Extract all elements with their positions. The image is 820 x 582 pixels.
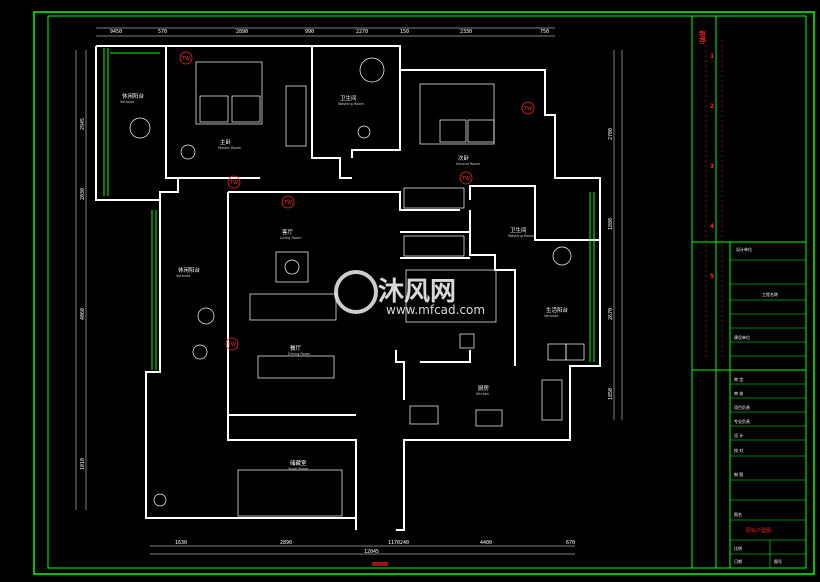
tb-row-1: 审 定 (734, 376, 743, 382)
room-label-veranda-right: 生活阳台 (546, 306, 569, 314)
tw-marker-ring-3 (459, 171, 473, 185)
tb-project-label: 工程名称 (762, 291, 778, 297)
room-label-kitchen: 厨房 (478, 384, 490, 392)
top-dim-7: 750 (540, 29, 549, 35)
tw-marker-ring-0 (179, 51, 193, 65)
room-label-living: 客厅 (282, 228, 294, 236)
note-5: 5 (710, 273, 714, 280)
tb-drawing-name: 原始户型图 (746, 527, 771, 534)
room-label-en-store: Store Room (288, 467, 309, 471)
room-label-en-veranda-right: Veranda (544, 314, 558, 318)
note-4: 4 (710, 223, 714, 230)
left-dim-3: 1010 (80, 458, 86, 470)
note-3: 3 (710, 163, 714, 170)
room-label-en-master-bedroom: Master Room (218, 146, 242, 150)
tb-company: 设计单位 (736, 246, 752, 252)
bottom-dim-1: 2890 (280, 540, 292, 546)
tw-marker-ring-5 (225, 337, 239, 351)
room-label-washing-mid: 卫生间 (510, 226, 527, 234)
room-label-veranda-top: 休闲阳台 (122, 92, 145, 100)
tb-row-6: 校 对 (734, 447, 743, 453)
watermark: 沐风网 www.mfcad.com (334, 270, 485, 317)
tb-scale-label: 比例 (734, 545, 742, 551)
right-dim-0: 2700 (608, 128, 614, 140)
bottom-dim-2: 1170 (388, 540, 400, 546)
bottom-overall-dim: 12045 (364, 549, 379, 555)
tb-row-7: 制 图 (734, 471, 743, 477)
room-label-master-bedroom: 主卧 (220, 138, 232, 146)
room-label-store: 储藏室 (290, 459, 307, 467)
room-label-en-second-bedroom: Second Room (456, 162, 481, 166)
room-label-washing-top: 卫生间 (340, 94, 357, 102)
tb-drawing-label: 图名 (734, 511, 742, 517)
tw-marker-ring-4 (521, 101, 535, 115)
tw-marker-2: TW (283, 200, 292, 206)
tw-marker-1: TW (229, 180, 238, 186)
room-label-dining: 餐厅 (290, 344, 302, 352)
right-dim-2: 2670 (608, 308, 614, 320)
left-dim-2: 4060 (80, 308, 86, 320)
title-block: 设计单位 工程名称 建设单位 审 定 审 核 项目负责 专业负责 设 计 校 对… (691, 15, 807, 569)
tw-marker-ring-2 (281, 195, 295, 209)
design-notes: 说明： 1 2 3 4 5 (698, 30, 723, 360)
dimension-lines (75, 27, 623, 555)
bottom-dim-4: 4400 (480, 540, 492, 546)
top-dim-5: 150 (400, 29, 409, 35)
room-label-en-living: Living Room (280, 236, 302, 240)
room-label-en-kitchen: Kitchen (476, 392, 489, 396)
tw-marker-5: TW (227, 342, 236, 348)
tb-row-2: 审 核 (734, 390, 743, 396)
room-label-veranda-left: 休闲阳台 (178, 266, 201, 274)
room-label-en-dining: Dining Room (288, 352, 311, 356)
room-label-second-bedroom: 次卧 (458, 154, 470, 162)
room-label-en-veranda-top: Veranda (120, 100, 134, 104)
right-dim-3: 1850 (608, 388, 614, 400)
tw-marker-4: TW (523, 106, 532, 112)
room-label-en-washing-top: Washing Room (338, 102, 365, 106)
bottom-dim-0: 1630 (175, 540, 187, 546)
tb-number-label: 图号 (774, 558, 782, 564)
tw-marker-3: TW (461, 176, 470, 182)
note-0: 说明： (698, 30, 706, 48)
top-dim-0: 9450 (110, 29, 122, 35)
tb-row-0: 建设单位 (734, 334, 750, 340)
tw-marker-ring-1 (227, 175, 241, 189)
bottom-dim-5: 670 (566, 540, 575, 546)
tb-date-label: 日期 (734, 558, 742, 564)
bottom-dim-3: 240 (400, 540, 409, 546)
tb-row-3: 项目负责 (734, 404, 750, 410)
watermark-cn: 沐风网 (378, 277, 456, 307)
left-dim-1: 2030 (80, 188, 86, 200)
outer-frame (33, 11, 815, 575)
room-label-en-veranda-left: Veranda (176, 274, 190, 278)
tb-row-5: 设 计 (734, 432, 743, 438)
furniture (129, 57, 585, 517)
left-dim-0: 2945 (80, 118, 86, 130)
top-dim-1: 570 (158, 29, 167, 35)
room-label-en-washing-mid: Washing Room (508, 234, 535, 238)
top-dim-2: 2890 (236, 29, 248, 35)
tw-marker-0: TW (181, 56, 190, 62)
top-dim-4: 2270 (356, 29, 368, 35)
tb-row-4: 专业负责 (734, 418, 750, 424)
top-dim-6: 2330 (460, 29, 472, 35)
top-dim-3: 990 (305, 29, 314, 35)
watermark-url: www.mfcad.com (386, 303, 485, 317)
walls (95, 45, 601, 531)
note-2: 2 (710, 103, 714, 110)
right-dim-1: 1880 (608, 218, 614, 230)
windows (103, 48, 595, 370)
note-1: 1 (710, 53, 714, 60)
